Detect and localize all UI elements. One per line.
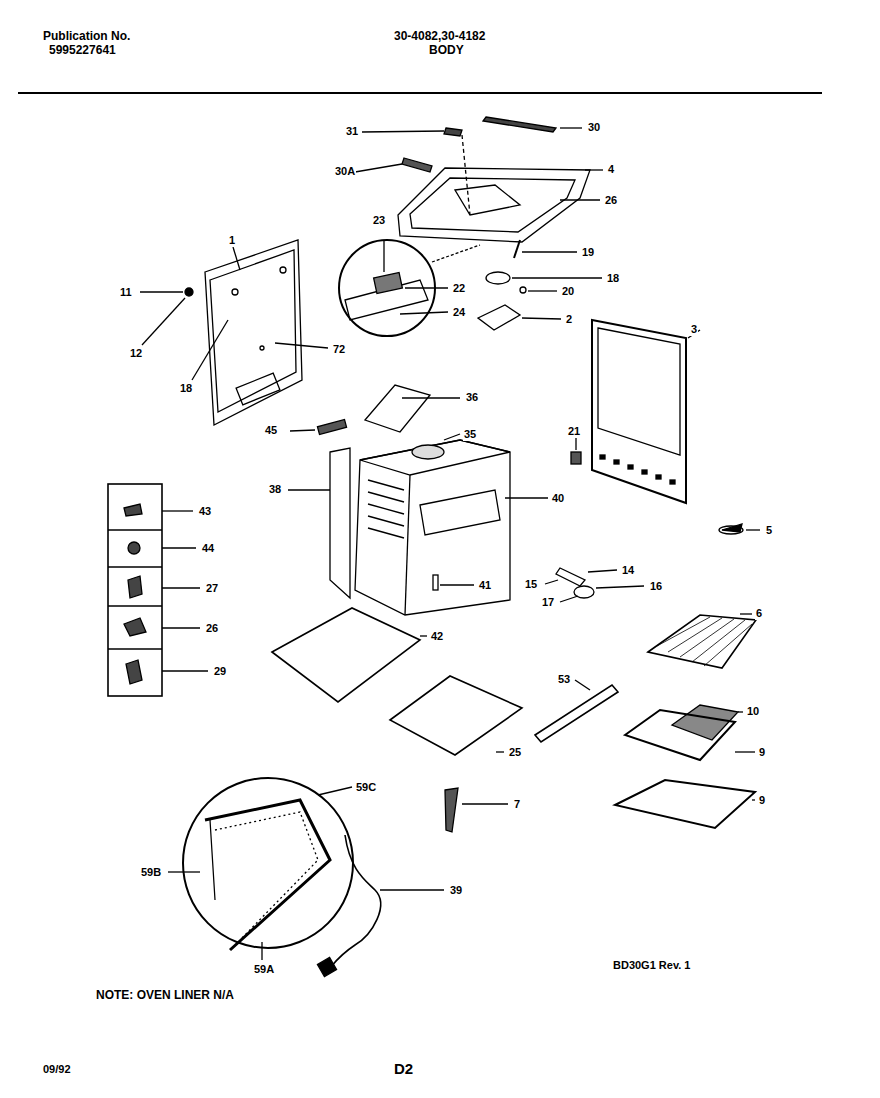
callout-number: 18: [179, 381, 193, 395]
callout-number: 30A: [334, 164, 356, 178]
callout-number: Publication No.: [42, 29, 131, 43]
callout-number: 24: [452, 305, 466, 319]
callout-number: 10: [746, 704, 760, 718]
callout-number: 18: [606, 271, 620, 285]
callout-number: 7: [513, 797, 521, 811]
callout-number: 3: [690, 322, 698, 336]
callout-number: 26: [205, 621, 219, 635]
callout-number: 16: [649, 579, 663, 593]
callout-number: 14: [621, 563, 635, 577]
callout-number: 36: [465, 390, 479, 404]
callout-number: 17: [541, 595, 555, 609]
callout-number: 4: [607, 162, 615, 176]
callout-number: 41: [478, 578, 492, 592]
callout-number: 27: [205, 581, 219, 595]
callout-number: 45: [264, 423, 278, 437]
callout-number: 21: [567, 424, 581, 438]
callout-number: 59C: [355, 780, 377, 794]
callout-number: 30: [587, 120, 601, 134]
callout-number: 1: [228, 233, 236, 247]
callout-number: 19: [581, 245, 595, 259]
callout-number: 30-4082,30-4182: [393, 29, 486, 43]
callout-number: 38: [268, 482, 282, 496]
callout-number: 15: [524, 577, 538, 591]
callout-number: 42: [430, 629, 444, 643]
callout-number: 39: [449, 883, 463, 897]
callout-number: 12: [129, 346, 143, 360]
callout-number: 59B: [140, 865, 162, 879]
callout-number: 53: [557, 672, 571, 686]
callout-number: 43: [198, 504, 212, 518]
callout-number: 5: [765, 523, 773, 537]
callout-number: 9: [758, 793, 766, 807]
callout-number: 2: [565, 312, 573, 326]
callout-number: 26: [604, 193, 618, 207]
callout-number: BD30G1 Rev. 1: [612, 958, 691, 972]
callout-number: 44: [201, 541, 215, 555]
callout-number: 6: [755, 606, 763, 620]
callout-number: 25: [508, 745, 522, 759]
callout-number: 40: [551, 491, 565, 505]
callout-number: 31: [345, 124, 359, 138]
callout-number: 23: [372, 213, 386, 227]
section-title: BODY: [428, 43, 465, 57]
callout-number: 09/92: [42, 1062, 72, 1076]
callout-number: 22: [452, 281, 466, 295]
callout-number: 5995227641: [48, 43, 117, 57]
callout-number: D2: [393, 1062, 414, 1076]
callout-number: NOTE: OVEN LINER N/A: [95, 988, 235, 1002]
callout-number: 29: [213, 664, 227, 678]
callout-number: 11: [119, 285, 133, 299]
callout-number: 59A: [253, 962, 275, 976]
callout-number: 35: [463, 427, 477, 441]
callout-number: 72: [332, 342, 346, 356]
callout-number: 9: [758, 745, 766, 759]
callout-number: 20: [561, 284, 575, 298]
